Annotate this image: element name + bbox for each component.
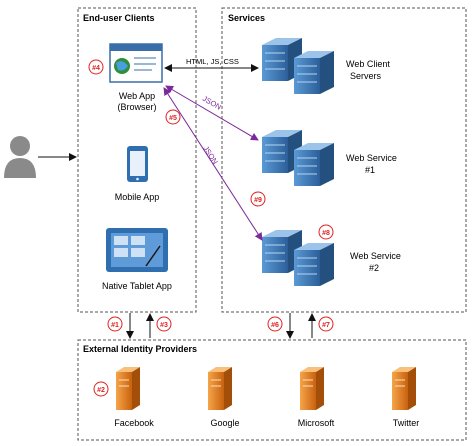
svg-text:#6: #6 — [271, 322, 279, 329]
badge-2: #2 — [93, 381, 109, 397]
services-group-box — [221, 7, 467, 313]
services-group-title: Services — [228, 13, 265, 23]
svg-text:#7: #7 — [322, 322, 330, 329]
badge-1: #1 — [107, 316, 123, 332]
json-label-1: JSON — [201, 94, 223, 112]
clients-group-title: End-user Clients — [83, 13, 155, 23]
web-app-label-line1: Web App — [119, 91, 155, 101]
google-server-icon — [208, 367, 232, 410]
idp-group-title: External Identity Providers — [83, 344, 197, 354]
svg-text:#9: #9 — [254, 197, 262, 204]
svg-text:#3: #3 — [160, 322, 168, 329]
twitter-label: Twitter — [393, 418, 420, 428]
badge-6: #6 — [267, 316, 283, 332]
svg-text:#1: #1 — [111, 322, 119, 329]
mobile-phone-icon — [127, 146, 148, 182]
web-client-servers-label-line1: Web Client — [346, 59, 390, 69]
json-arrow-web-service-2 — [163, 87, 263, 241]
facebook-label: Facebook — [114, 418, 154, 428]
web-app-label-line2: (Browser) — [117, 102, 156, 112]
web-client-servers-label-line2: Servers — [350, 71, 382, 81]
microsoft-server-icon — [300, 367, 324, 410]
mobile-app-label: Mobile App — [115, 192, 160, 202]
badge-5: #5 — [165, 109, 181, 125]
badge-8: #8 — [318, 224, 334, 240]
web-client-servers-icon — [262, 38, 334, 94]
badge-4: #4 — [88, 59, 104, 75]
facebook-server-icon — [116, 367, 140, 410]
html-js-css-label: HTML, JS, CSS — [186, 57, 239, 66]
web-service-2-label-line1: Web Service — [350, 251, 401, 261]
badge-9: #9 — [250, 191, 266, 207]
svg-text:#5: #5 — [169, 115, 177, 122]
svg-text:#2: #2 — [97, 387, 105, 394]
json-label-2: JSON — [201, 144, 219, 166]
svg-text:#4: #4 — [92, 65, 100, 72]
web-service-1-label-line1: Web Service — [346, 153, 397, 163]
badge-3: #3 — [156, 316, 172, 332]
svg-text:#8: #8 — [322, 230, 330, 237]
web-service-1-server-icon — [262, 130, 334, 186]
web-service-1-label-line2: #1 — [365, 165, 375, 175]
user-icon — [4, 136, 36, 178]
badge-7: #7 — [318, 316, 334, 332]
web-service-2-label-line2: #2 — [369, 263, 379, 273]
twitter-server-icon — [392, 367, 416, 410]
web-service-2-server-icon — [262, 230, 334, 286]
idp-group-box — [77, 339, 467, 441]
google-label: Google — [210, 418, 239, 428]
tablet-icon — [106, 228, 168, 272]
browser-icon — [109, 43, 163, 83]
microsoft-label: Microsoft — [298, 418, 335, 428]
tablet-app-label: Native Tablet App — [102, 281, 172, 291]
